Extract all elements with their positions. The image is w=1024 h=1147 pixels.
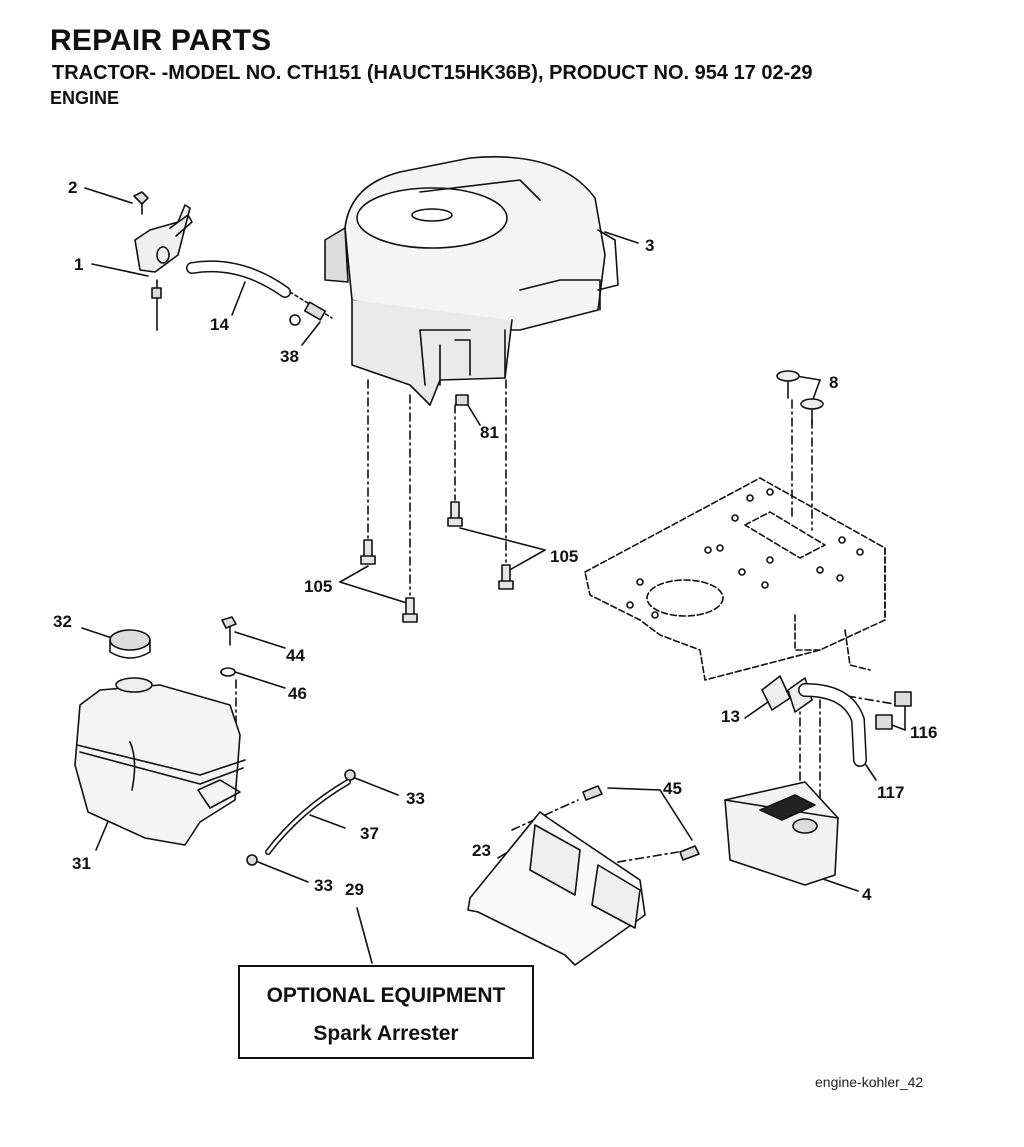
fuel-valve-drawing — [289, 291, 333, 326]
callout-31: 31 — [72, 854, 91, 873]
callout-81: 81 — [480, 423, 499, 442]
callout-44: 44 — [286, 646, 305, 665]
callout-2: 2 — [68, 178, 77, 197]
callout-13: 13 — [721, 707, 740, 726]
callout-23: 23 — [472, 841, 491, 860]
screw-44-drawing — [220, 616, 237, 677]
muffler-drawing — [724, 781, 839, 886]
callout-37: 37 — [360, 824, 379, 843]
exhaust-pipe-drawing — [761, 675, 912, 767]
heat-shield-drawing — [467, 785, 700, 966]
spark-arrester-label: Spark Arrester — [313, 1022, 459, 1045]
throttle-bracket-drawing — [133, 191, 193, 331]
callout-45: 45 — [663, 779, 682, 798]
engine-drawing — [324, 156, 619, 406]
callout-4: 4 — [862, 885, 872, 904]
bolts-8-drawing — [776, 370, 824, 425]
callout-116: 116 — [910, 723, 937, 742]
nut-81-drawing — [455, 394, 469, 406]
model-subtitle: TRACTOR- -MODEL NO. CTH151 (HAUCT15HK36B… — [52, 62, 813, 84]
callout-3: 3 — [645, 236, 654, 255]
callout-33-top: 33 — [406, 789, 425, 808]
callout-29: 29 — [345, 880, 364, 899]
callout-38: 38 — [280, 347, 299, 366]
callout-14: 14 — [210, 315, 229, 334]
callout-33-bottom: 33 — [314, 876, 333, 895]
diagram-code: engine-kohler_42 — [815, 1074, 924, 1090]
optional-equipment-box: OPTIONAL EQUIPMENT Spark Arrester — [238, 965, 534, 1059]
callout-8: 8 — [829, 373, 838, 392]
callout-32: 32 — [53, 612, 72, 631]
callout-1: 1 — [74, 255, 83, 274]
section-title: ENGINE — [50, 88, 120, 108]
callout-105-left: 105 — [304, 577, 332, 596]
callout-105-right: 105 — [550, 547, 578, 566]
bolts-105-drawing — [360, 501, 514, 623]
optional-equipment-heading: OPTIONAL EQUIPMENT — [266, 984, 506, 1007]
callout-labels: 2 1 3 14 38 81 8 105 105 32 44 46 13 116… — [53, 178, 937, 904]
fuel-tank-drawing — [74, 629, 246, 846]
page-title: REPAIR PARTS — [50, 24, 272, 57]
fuel-line-drawing — [246, 769, 356, 866]
callout-46: 46 — [288, 684, 307, 703]
chassis-plate-drawing — [584, 477, 886, 681]
callout-117: 117 — [877, 783, 904, 802]
